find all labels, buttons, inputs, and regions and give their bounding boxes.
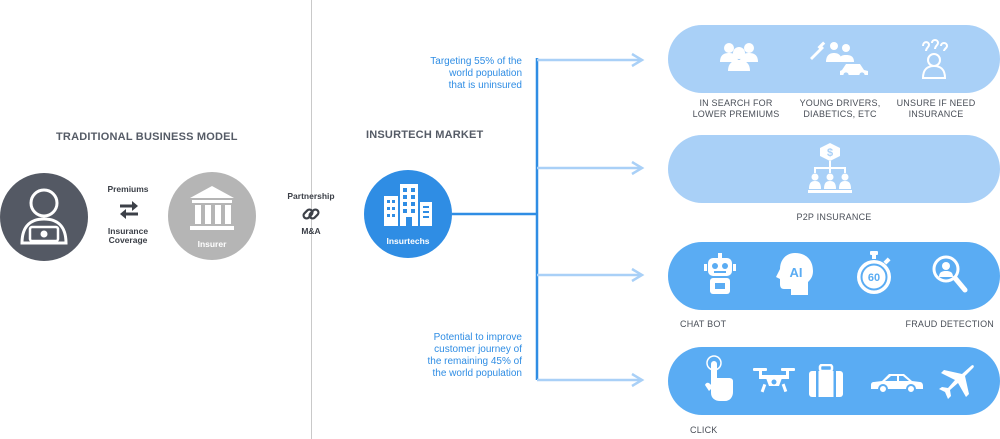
unsure-person-icon <box>918 38 950 80</box>
customer-avatar <box>0 173 88 261</box>
note-bottom-line2: customer journey of <box>434 344 522 355</box>
note-top-line3: that is uninsured <box>448 80 522 91</box>
svg-text:$: $ <box>827 147 833 159</box>
bank-building-icon <box>188 184 236 234</box>
chat-bot-icon <box>702 252 738 296</box>
insurtechs-circle: Insurtechs <box>364 170 452 258</box>
ma-label: M&A <box>301 226 321 236</box>
insurtech-heading: INSURTECH MARKET <box>366 129 484 141</box>
drivers-diabetics-icon <box>806 36 870 78</box>
stopwatch-icon: 60 <box>856 250 892 296</box>
note-bottom-line1: Potential to improve <box>433 332 522 343</box>
partnership-label: Partnership <box>287 191 335 201</box>
premiums-label: Premiums <box>107 184 149 194</box>
link-chain-icon <box>302 205 320 223</box>
caption-lower-premiums-1: IN SEARCH FOR <box>699 98 773 108</box>
insurtechs-label: Insurtechs <box>386 236 430 246</box>
coverage-label-line1: Insurance <box>107 226 149 236</box>
pointing-hand-icon <box>703 355 735 403</box>
ai-text: AI <box>790 265 803 280</box>
insurer-label: Insurer <box>197 239 227 249</box>
insurer-circle: Insurer <box>168 172 256 260</box>
caption-young-drivers-2: DIABETICS, ETC <box>803 109 877 119</box>
coverage-label-line2: Coverage <box>108 235 148 245</box>
timer-text: 60 <box>868 272 880 284</box>
car-icon <box>870 370 924 394</box>
caption-unsure-1: UNSURE IF NEED <box>896 98 976 108</box>
caption-p2p-insurance: P2P INSURANCE <box>796 212 872 222</box>
suitcase-icon <box>808 364 844 398</box>
fraud-detection-icon <box>932 255 968 295</box>
office-buildings-icon <box>382 182 434 228</box>
caption-young-drivers-1: YOUNG DRIVERS, <box>799 98 881 108</box>
caption-chat-bot: CHAT BOT <box>680 319 727 329</box>
drone-icon <box>752 366 796 394</box>
caption-unsure-2: INSURANCE <box>908 109 964 119</box>
caption-fraud-detection: FRAUD DETECTION <box>905 319 994 329</box>
note-top-line2: world population <box>449 68 522 79</box>
exchange-arrows-icon <box>118 200 140 220</box>
caption-click: CLICK <box>690 425 718 435</box>
people-group-icon <box>718 40 760 72</box>
note-top-line1: Targeting 55% of the <box>430 56 522 67</box>
note-bottom-line4: the world population <box>432 368 522 379</box>
traditional-heading: TRADITIONAL BUSINESS MODEL <box>56 131 238 143</box>
caption-lower-premiums-2: LOWER PREMIUMS <box>692 109 780 119</box>
airplane-icon <box>938 363 976 401</box>
person-with-cash-icon <box>14 185 74 249</box>
p2p-network-icon: $ <box>807 142 853 194</box>
note-bottom-line3: the remaining 45% of <box>427 356 522 367</box>
ai-head-icon: AI <box>775 251 815 297</box>
